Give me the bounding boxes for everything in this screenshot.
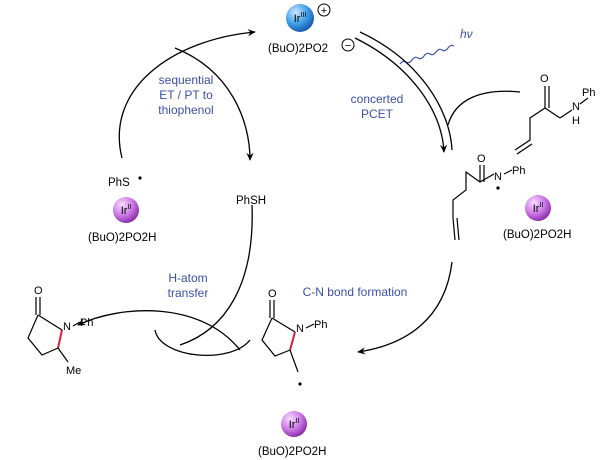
ir2-left-metal: Ir (121, 205, 128, 217)
label-hatom-2: transfer (168, 286, 209, 300)
cyclized-N: N (296, 323, 304, 335)
label-hatom-1: H-atom (168, 271, 207, 285)
product-Ph: Ph (80, 317, 93, 329)
ir2-right-metal: Ir (533, 203, 540, 215)
amidyl-radical-dot-icon (496, 186, 500, 190)
svg-text:IrII: IrII (289, 418, 300, 431)
phs-radical-label: PhS (108, 177, 130, 189)
arrow-hatom-right (154, 329, 251, 357)
acid-bottom-label: (BuO)2PO2H (258, 446, 326, 458)
substrate-structure: O N H Ph (514, 73, 595, 155)
amidyl-Ph: Ph (512, 165, 525, 177)
arrow-product-out (77, 310, 241, 351)
ir3-oxidation: III (300, 12, 306, 19)
svg-text:IrII: IrII (533, 202, 544, 215)
ir3-sphere (286, 4, 314, 32)
cycle-arrows (77, 29, 521, 357)
cyclized-radical-dot-icon (298, 382, 302, 386)
product-Me: Me (66, 365, 81, 377)
product-N: N (63, 321, 71, 333)
substrate-Ph: Ph (582, 87, 595, 99)
arrow-substrate-in (447, 90, 521, 126)
ir2-bottom-oxidation: II (295, 418, 299, 425)
ir3-counterion-formula: (BuO)2PO2 (268, 43, 328, 55)
right-species: IrII (BuO)2PO2H (503, 195, 571, 241)
light-excitation: hν (399, 27, 473, 65)
amidyl-O: O (477, 153, 486, 165)
label-concerted-2: PCET (361, 107, 394, 121)
ir3-charge: + (321, 5, 327, 17)
ir3-counterion: (BuO)2PO2 (268, 43, 328, 55)
svg-text:IrII: IrII (121, 204, 132, 217)
svg-text:IrIII: IrIII (294, 12, 307, 25)
positive-charge-icon (317, 3, 331, 17)
ir2-sphere-right (525, 195, 551, 221)
amidyl-radical-structure: O N Ph (452, 153, 525, 241)
cyclized-Ph: Ph (314, 319, 327, 331)
ir3-catalyst: IrIII + (BuO)2PO2 − (268, 3, 355, 55)
left-species: PhS IrII (BuO)2PO2H (88, 176, 156, 244)
arrow-hat-main (179, 204, 253, 346)
product-O: O (34, 285, 43, 297)
ir2-sphere-bottom (281, 411, 307, 437)
arrow-cn-formation (357, 261, 453, 355)
mechanism-labels: sequential ET / PT to thiophenol concert… (158, 73, 407, 300)
arrow-concerted-a (359, 31, 453, 151)
substrate-H: H (572, 115, 580, 127)
radical-dot-icon (138, 176, 142, 180)
label-sequential-2: ET / PT to (159, 88, 213, 102)
acid-right-label: (BuO)2PO2H (503, 229, 571, 241)
ir3-counterion-charge: − (345, 40, 351, 52)
arrow-sequential-inner (174, 47, 254, 161)
bottom-species: IrII (BuO)2PO2H (258, 411, 326, 458)
ir2-bottom-metal: Ir (289, 419, 296, 431)
substrate-N: N (572, 101, 580, 113)
ir2-right-oxidation: II (539, 202, 543, 209)
phsh-label: PhSH (236, 195, 266, 207)
substrate-O: O (540, 73, 549, 85)
hv-label: hν (460, 27, 473, 41)
label-cn-bond: C-N bond formation (303, 285, 408, 299)
product-structure: O N Ph Me (27, 285, 93, 377)
cyclized-O: O (268, 288, 277, 300)
label-sequential-3: thiophenol (158, 103, 213, 117)
arrow-concerted-b (354, 37, 448, 153)
amidyl-N: N (494, 171, 502, 183)
ir3-metal: Ir (294, 13, 301, 25)
negative-charge-icon (341, 38, 355, 52)
arrow-left-up (118, 29, 256, 159)
label-sequential-1: sequential (159, 73, 214, 87)
label-concerted-1: concerted (351, 92, 404, 106)
ir2-left-oxidation: II (127, 204, 131, 211)
acid-left-label: (BuO)2PO2H (88, 232, 156, 244)
wavy-photon-icon (399, 44, 455, 65)
cyclized-radical-structure: O N Ph (261, 288, 327, 386)
ir2-sphere-left (113, 197, 139, 223)
